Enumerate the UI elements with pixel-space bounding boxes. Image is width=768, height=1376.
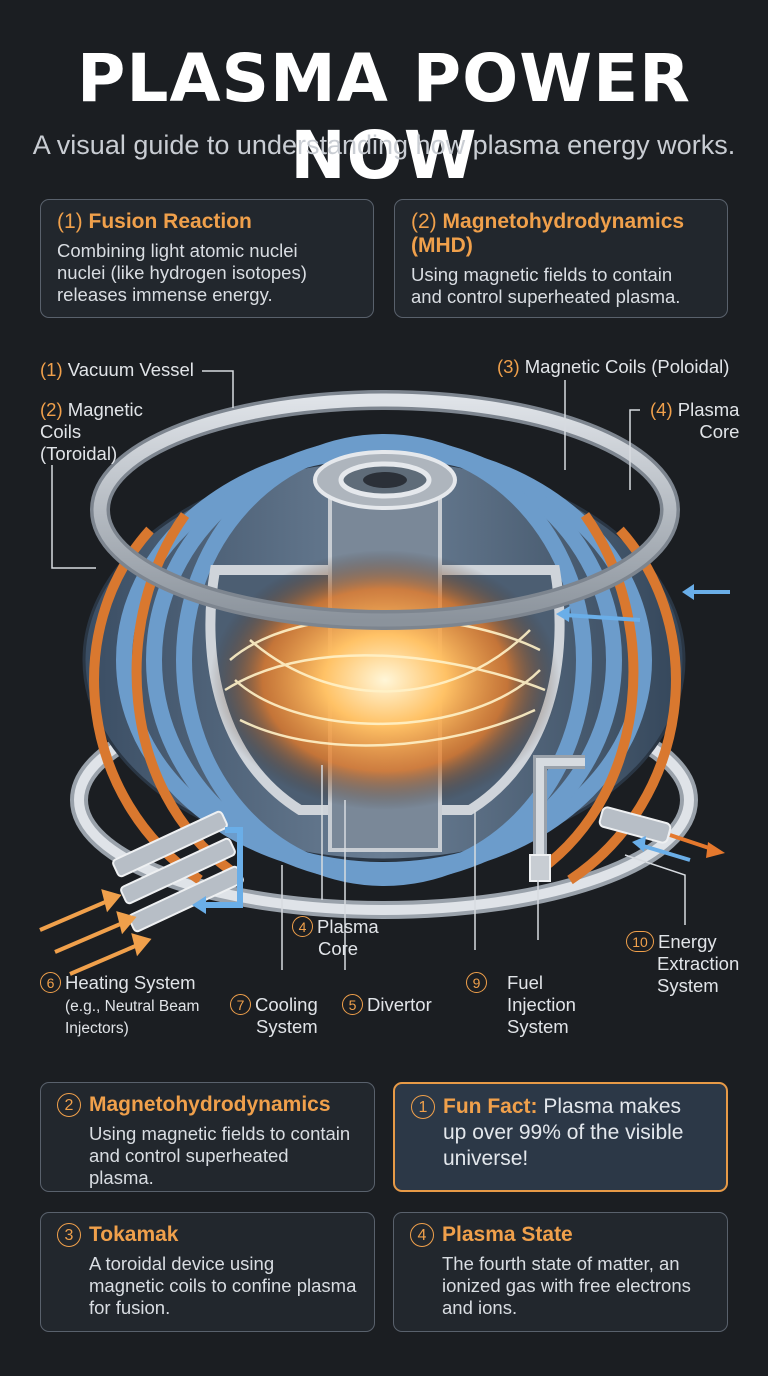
info-box-fusion-reaction: (1) Fusion Reaction Combining light atom…	[40, 199, 374, 318]
info-box-mhd: (2) Magnetohydrodynamics (MHD) Using mag…	[394, 199, 728, 318]
energy-arrows	[556, 584, 730, 862]
info-box-body: The fourth state of matter, an ionized g…	[442, 1253, 691, 1318]
label-magnetic-coils-toroidal: (2) Magnetic Coils (Toroidal)	[40, 399, 143, 464]
plasma-core	[210, 550, 560, 810]
label-fuel-injection: 9	[466, 972, 491, 994]
fuel-injection-pipe	[533, 755, 585, 855]
heating-beam-arrows	[39, 889, 152, 976]
info-box-body: A toroidal device using magnetic coils t…	[89, 1253, 357, 1318]
vacuum-vessel-ring	[90, 390, 680, 630]
label-vacuum-vessel: (1) Vacuum Vessel	[40, 359, 194, 380]
label-magnetic-coils-poloidal: (3) Magnetic Coils (Poloidal)	[497, 356, 730, 377]
label-fuel-injection-text: Fuel Injection System	[507, 972, 576, 1037]
page-title: PLASMA POWER NOW	[77, 40, 691, 194]
info-box-body: Using magnetic fields to contain and con…	[89, 1123, 351, 1188]
page-subtitle: A visual guide to understanding how plas…	[32, 130, 736, 160]
leader-lines	[51, 370, 686, 970]
info-box-body: Using magnetic fields to contain and con…	[411, 264, 681, 307]
heating-system-injectors	[112, 810, 244, 933]
info-box-title: (2) Magnetohydrodynamics (MHD)	[411, 210, 685, 257]
fuel-injection-nozzle	[529, 854, 551, 882]
toroidal-coils-orange	[89, 512, 681, 885]
tokamak-diagram	[39, 370, 730, 976]
energy-extraction-pipe	[598, 806, 672, 844]
toroidal-coils-blue	[116, 434, 652, 886]
cooling-arrow-icon	[192, 896, 206, 914]
cooling-pipe	[200, 827, 243, 908]
label-plasma-core-top: (4) Plasma Core	[650, 399, 740, 442]
info-box-body: Combining light atomic nuclei nuclei (li…	[57, 240, 307, 305]
info-box-title: (1) Fusion Reaction	[57, 210, 252, 233]
